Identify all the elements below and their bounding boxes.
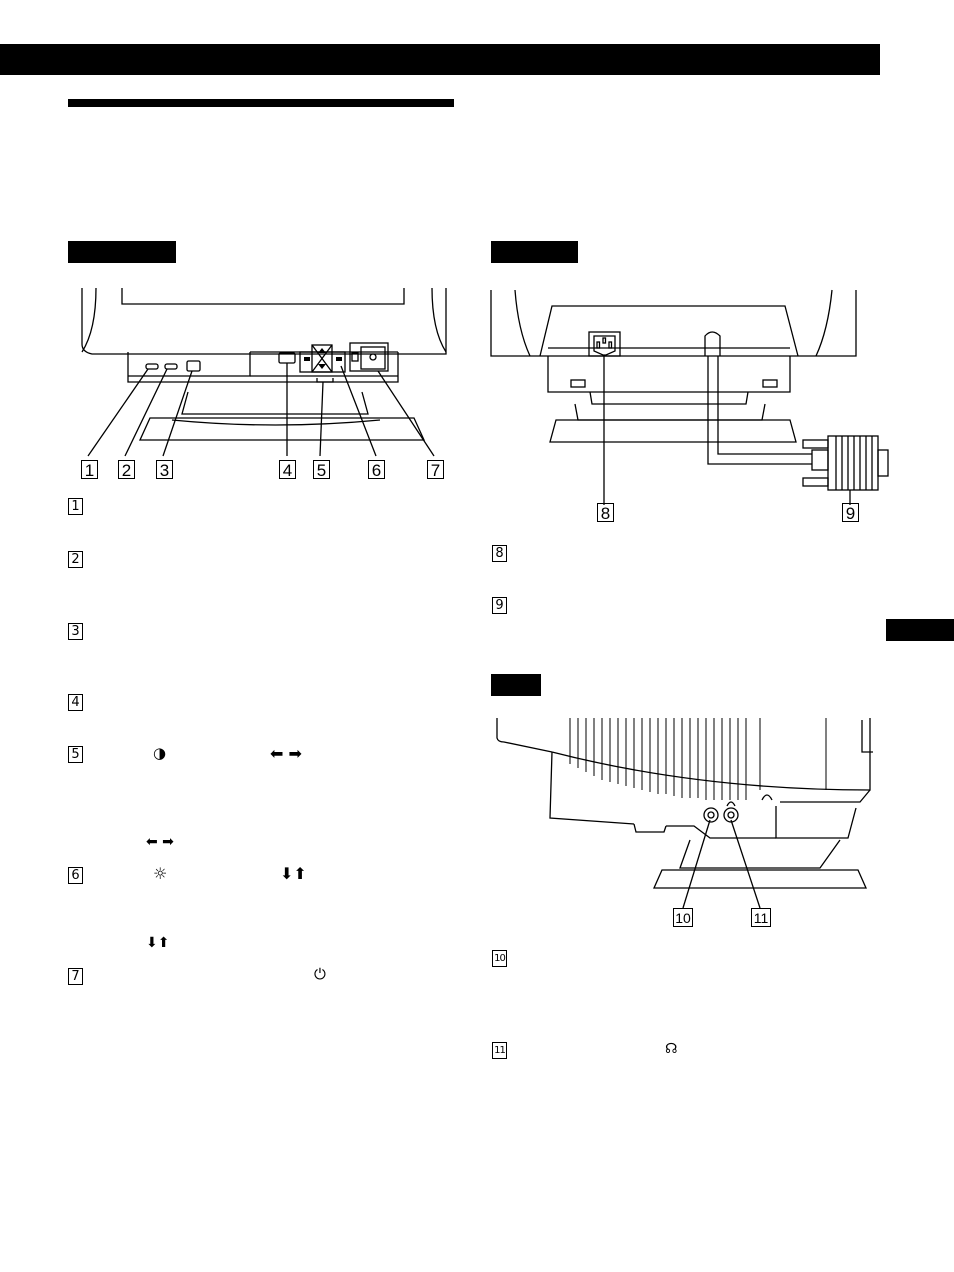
item-marker-10: 10: [492, 950, 507, 967]
callout-10: 10: [673, 908, 693, 927]
item-marker-1: 1: [68, 498, 83, 515]
down-up-arrow-icon: ⬇⬆: [280, 864, 307, 883]
callout-9: 9: [842, 503, 859, 523]
callout-11: 11: [751, 908, 771, 927]
side-tab: [886, 619, 954, 641]
item-marker-9: 9: [492, 597, 507, 614]
callout-3: 3: [156, 460, 173, 480]
item-marker-4: 4: [68, 694, 83, 711]
rear-section-bar: [491, 241, 578, 263]
callout-1: 1: [81, 460, 98, 480]
item-marker-11: 11: [492, 1042, 507, 1059]
callout-5: 5: [313, 460, 330, 480]
item-marker-7: 7: [68, 968, 83, 985]
front-section-bar: [68, 241, 176, 263]
side-section-bar: [491, 674, 541, 696]
headphone-icon: ☊: [665, 1041, 678, 1057]
callout-2: 2: [118, 460, 135, 480]
item-marker-3: 3: [68, 623, 83, 640]
item-marker-5: 5: [68, 746, 83, 763]
title-rule: [68, 99, 454, 107]
power-icon: ⏻: [314, 965, 326, 983]
item-marker-2: 2: [68, 551, 83, 568]
contrast-icon: ◑: [153, 744, 167, 762]
item-marker-6: 6: [68, 867, 83, 884]
down-up-arrow-icon-2: ⬇⬆: [146, 935, 170, 951]
left-right-arrow-icon-2: ⬅ ➡: [146, 834, 174, 850]
callout-4: 4: [279, 460, 296, 480]
callout-6: 6: [368, 460, 385, 480]
item-marker-8: 8: [492, 545, 507, 562]
brightness-icon: ☼: [153, 864, 168, 883]
callout-8: 8: [597, 503, 614, 523]
header-bar: [0, 44, 880, 75]
callout-7: 7: [427, 460, 444, 480]
left-right-arrow-icon: ⬅ ➡: [270, 744, 302, 763]
